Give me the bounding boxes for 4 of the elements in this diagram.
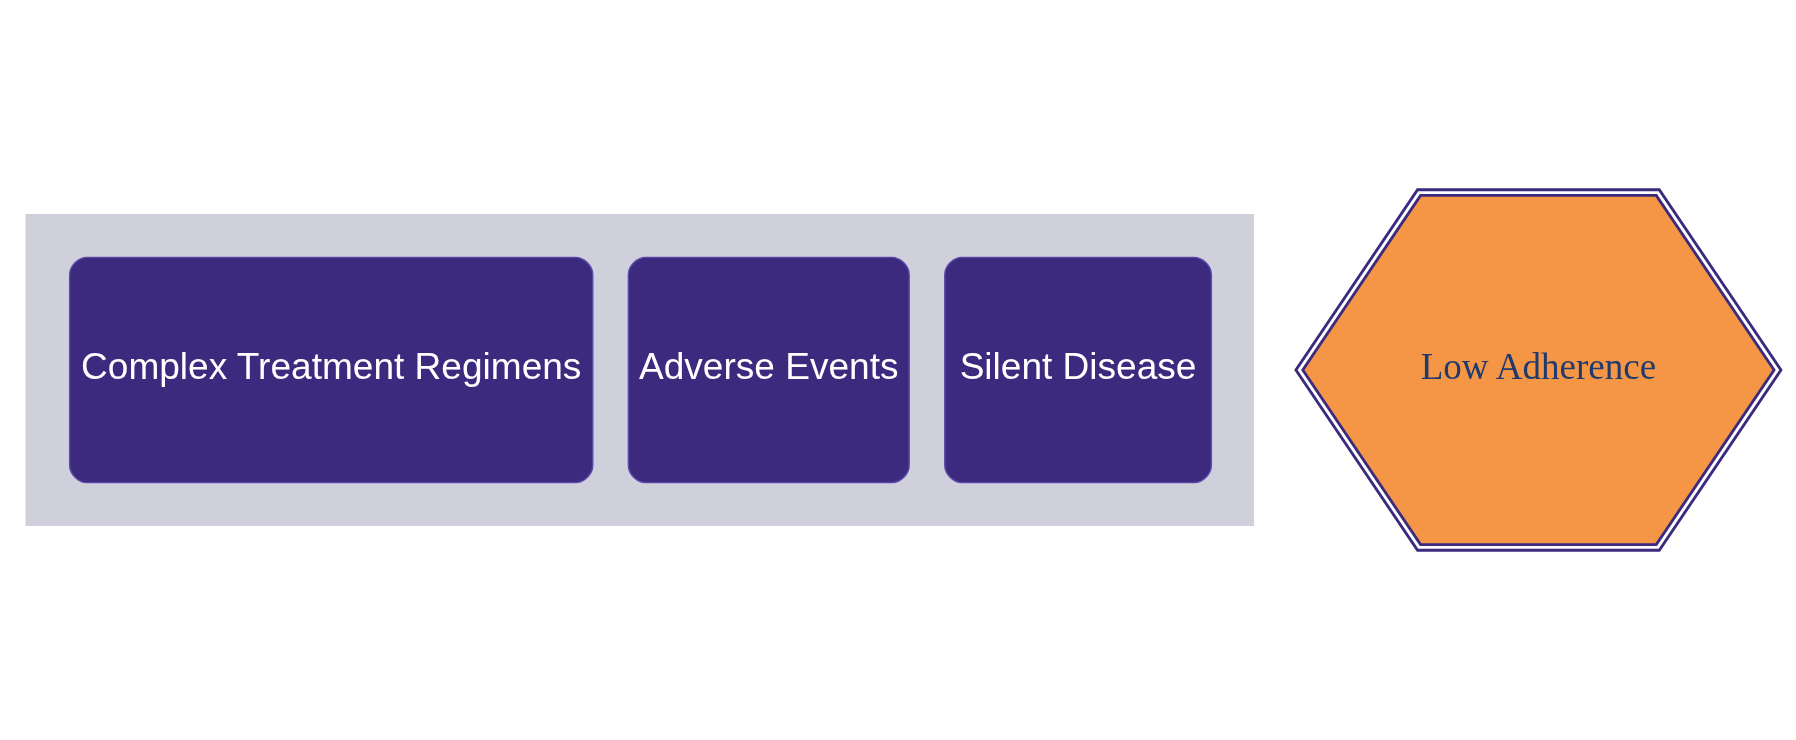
node-box: Adverse Events bbox=[627, 256, 910, 484]
cluster bbox=[25, 213, 1255, 527]
node-box: Silent Disease bbox=[944, 256, 1213, 484]
node-box: Complex Treatment Regimens bbox=[68, 256, 594, 484]
